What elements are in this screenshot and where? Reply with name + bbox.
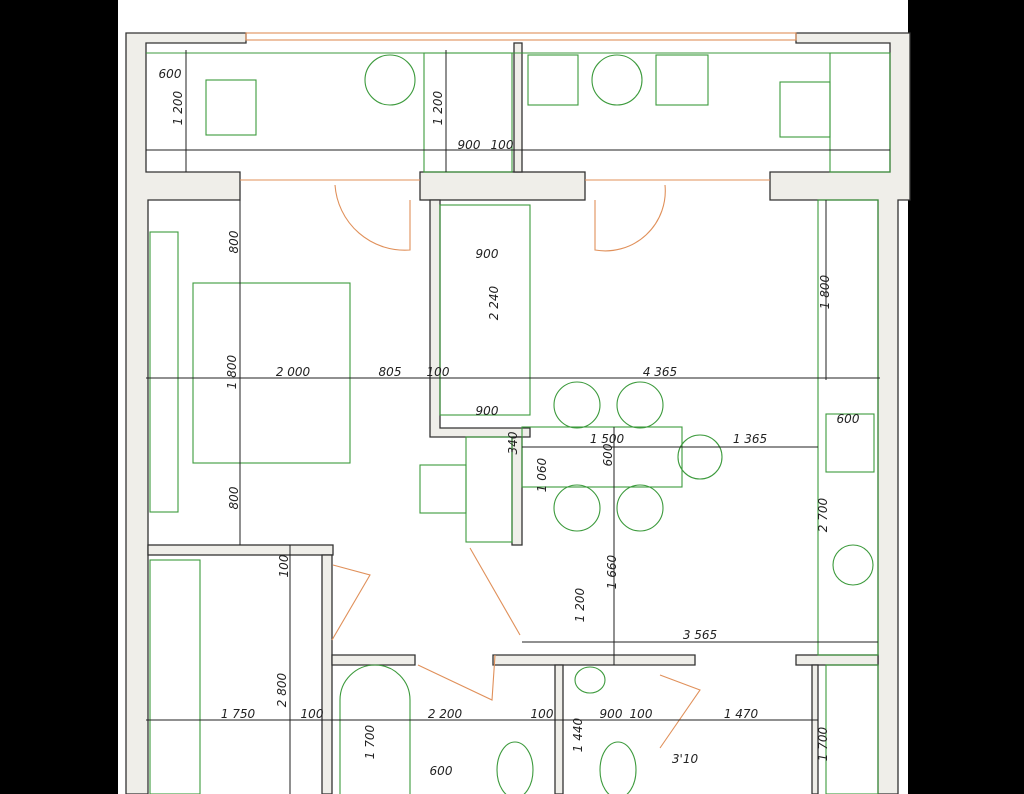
dimension-label: 1 470 xyxy=(724,707,759,721)
dimension-label: 3 565 xyxy=(683,628,717,642)
dimension-label: 900 xyxy=(458,138,481,152)
doors xyxy=(331,184,701,749)
dimension-label: 900 xyxy=(476,404,499,418)
dimension-lines xyxy=(146,50,890,794)
dimension-label: 2 800 xyxy=(275,672,289,707)
dimension-label: 1 800 xyxy=(225,354,239,389)
dimension-label: 600 xyxy=(159,67,182,81)
dimension-label: 600 xyxy=(430,764,453,778)
dimension-label: 1 800 xyxy=(818,274,832,309)
windows xyxy=(240,32,797,181)
plan-sheet xyxy=(118,0,908,794)
dimension-label: 100 xyxy=(301,707,324,721)
dimension-label: 1 060 xyxy=(535,457,549,492)
dimension-label: 600 xyxy=(837,412,860,426)
dimension-label: 1 700 xyxy=(816,726,830,761)
dimension-label: 2 240 xyxy=(487,285,501,320)
dimension-label: 340 xyxy=(506,431,520,454)
dimension-label: 1 365 xyxy=(733,432,767,446)
dimension-label: 3'10 xyxy=(672,752,699,766)
dimension-label: 805 xyxy=(379,365,402,379)
dimension-label: 100 xyxy=(277,554,291,577)
dimension-label: 800 xyxy=(227,486,241,509)
dimension-label: 600 xyxy=(601,443,615,466)
dimension-label: 800 xyxy=(227,230,241,253)
dimension-label: 2 700 xyxy=(816,497,830,532)
dimension-label: 100 xyxy=(491,138,514,152)
dimension-label: 900 xyxy=(600,707,623,721)
dimension-label: 1 440 xyxy=(571,717,585,752)
dimension-label: 4 365 xyxy=(643,365,677,379)
dimension-label: 1 750 xyxy=(221,707,256,721)
dimension-label: 900 xyxy=(476,247,499,261)
dimension-label: 100 xyxy=(531,707,554,721)
dimension-label: 1 660 xyxy=(605,554,619,589)
dimension-label: 2 200 xyxy=(428,707,463,721)
dimension-label: 2 000 xyxy=(276,365,311,379)
furniture xyxy=(146,52,891,794)
dimension-label: 1 200 xyxy=(171,90,185,125)
dimension-label: 1 700 xyxy=(363,724,377,759)
dimension-label: 1 500 xyxy=(590,432,625,446)
dimension-label: 1 200 xyxy=(573,587,587,622)
dimension-label: 1 200 xyxy=(431,90,445,125)
dimension-labels: 600 1 200 1 200 900 100 800 900 2 240 1 800 2 000… xyxy=(159,67,860,778)
dimension-label: 100 xyxy=(427,365,450,379)
dimension-label: 100 xyxy=(630,707,653,721)
